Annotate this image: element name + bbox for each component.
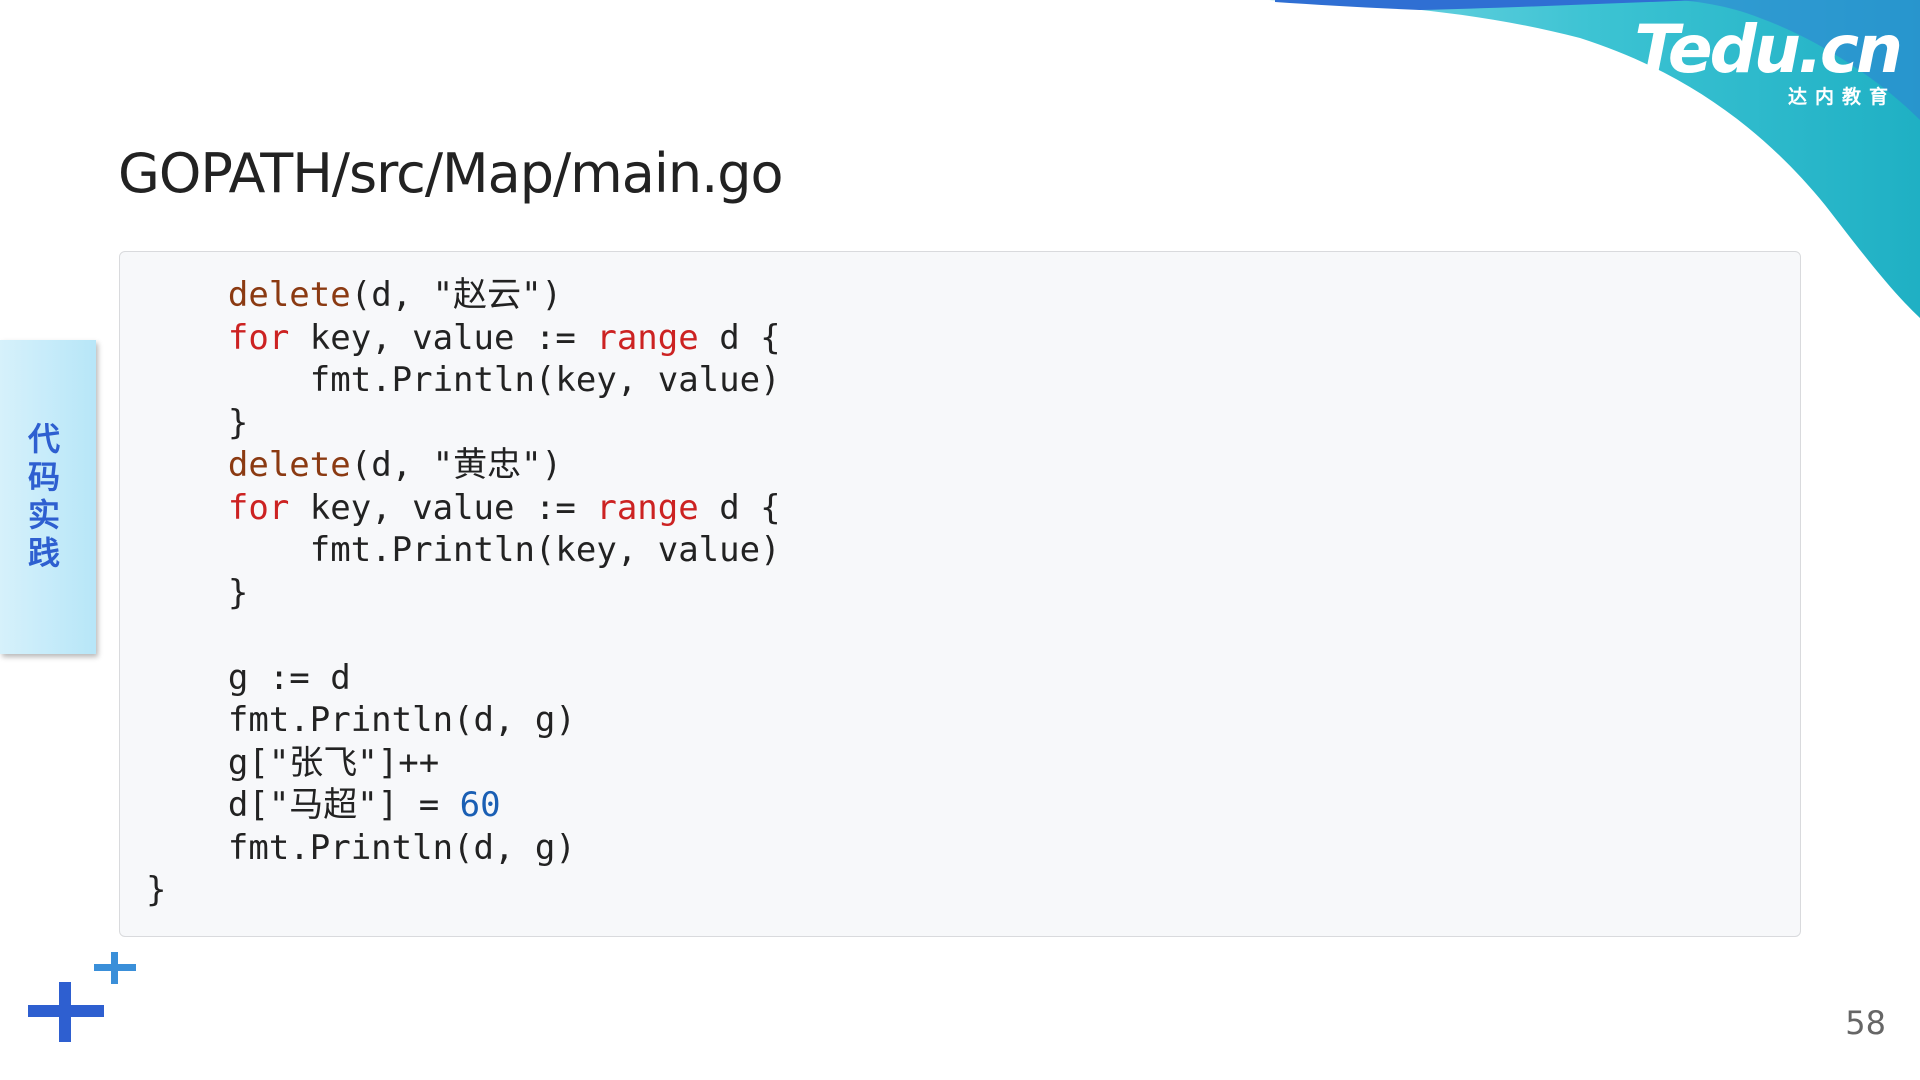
code-line: } (146, 402, 781, 445)
code-token (146, 318, 228, 358)
code-line: fmt.Println(key, value) (146, 529, 781, 572)
logo-subtitle: 达内教育 (1787, 86, 1896, 108)
code-token-kw: range (596, 487, 699, 528)
page-number: 58 (1845, 1004, 1886, 1042)
code-token: (d, "黄忠") (350, 445, 563, 485)
code-token: key, value := (289, 317, 597, 358)
code-line: for key, value := range d { (146, 317, 781, 360)
code-line: g["张飞"]++ (146, 742, 781, 785)
code-token: key, value := (289, 487, 597, 528)
code-line: d["马超"] = 60 (146, 784, 781, 827)
side-tab-label: 代码实践 (27, 420, 60, 572)
plus-icon (94, 952, 136, 984)
code-token: } (146, 402, 249, 443)
code-token: d["马超"] = (146, 785, 460, 825)
code-line: } (146, 869, 781, 912)
plus-icon (28, 982, 104, 1042)
code-token-kw: range (596, 317, 699, 358)
slide-title: GOPATH/src/Map/main.go (118, 142, 784, 205)
side-tab: 代码实践 (0, 340, 96, 654)
code-token: fmt.Println(key, value) (146, 530, 781, 570)
code-token: d { (698, 487, 781, 528)
code-line: for key, value := range d { (146, 487, 781, 530)
code-block: delete(d, "赵云") for key, value := range … (119, 251, 1801, 937)
code-token: (d, "赵云") (350, 275, 563, 315)
code-token (146, 275, 228, 315)
code-lines: delete(d, "赵云") for key, value := range … (146, 274, 781, 912)
code-line: fmt.Println(d, g) (146, 827, 781, 870)
code-line (146, 614, 781, 657)
code-token: g := d (146, 657, 351, 698)
code-token: } (146, 572, 249, 613)
code-line: fmt.Println(d, g) (146, 699, 781, 742)
logo-wordmark: Tedu.cn (1634, 11, 1903, 88)
code-token: fmt.Println(d, g) (146, 700, 576, 740)
code-token: d { (698, 317, 781, 358)
code-token-kw: for (227, 487, 290, 528)
code-line: g := d (146, 657, 781, 700)
code-token: } (146, 870, 167, 910)
code-line: fmt.Println(key, value) (146, 359, 781, 402)
code-token (146, 445, 228, 485)
code-line: delete(d, "黄忠") (146, 444, 781, 487)
code-token: g["张飞"]++ (146, 742, 440, 783)
code-token-kw: for (227, 317, 290, 358)
tedu-logo: Tedu.cn 达内教育 (1620, 11, 1903, 109)
code-token-fn: delete (227, 275, 351, 315)
code-token: fmt.Println(key, value) (146, 360, 781, 400)
code-line: } (146, 572, 781, 615)
code-token-fn: delete (227, 445, 351, 485)
code-line: delete(d, "赵云") (146, 274, 781, 317)
code-token-num: 60 (459, 785, 501, 825)
code-token (146, 488, 228, 528)
code-token: fmt.Println(d, g) (146, 827, 576, 868)
